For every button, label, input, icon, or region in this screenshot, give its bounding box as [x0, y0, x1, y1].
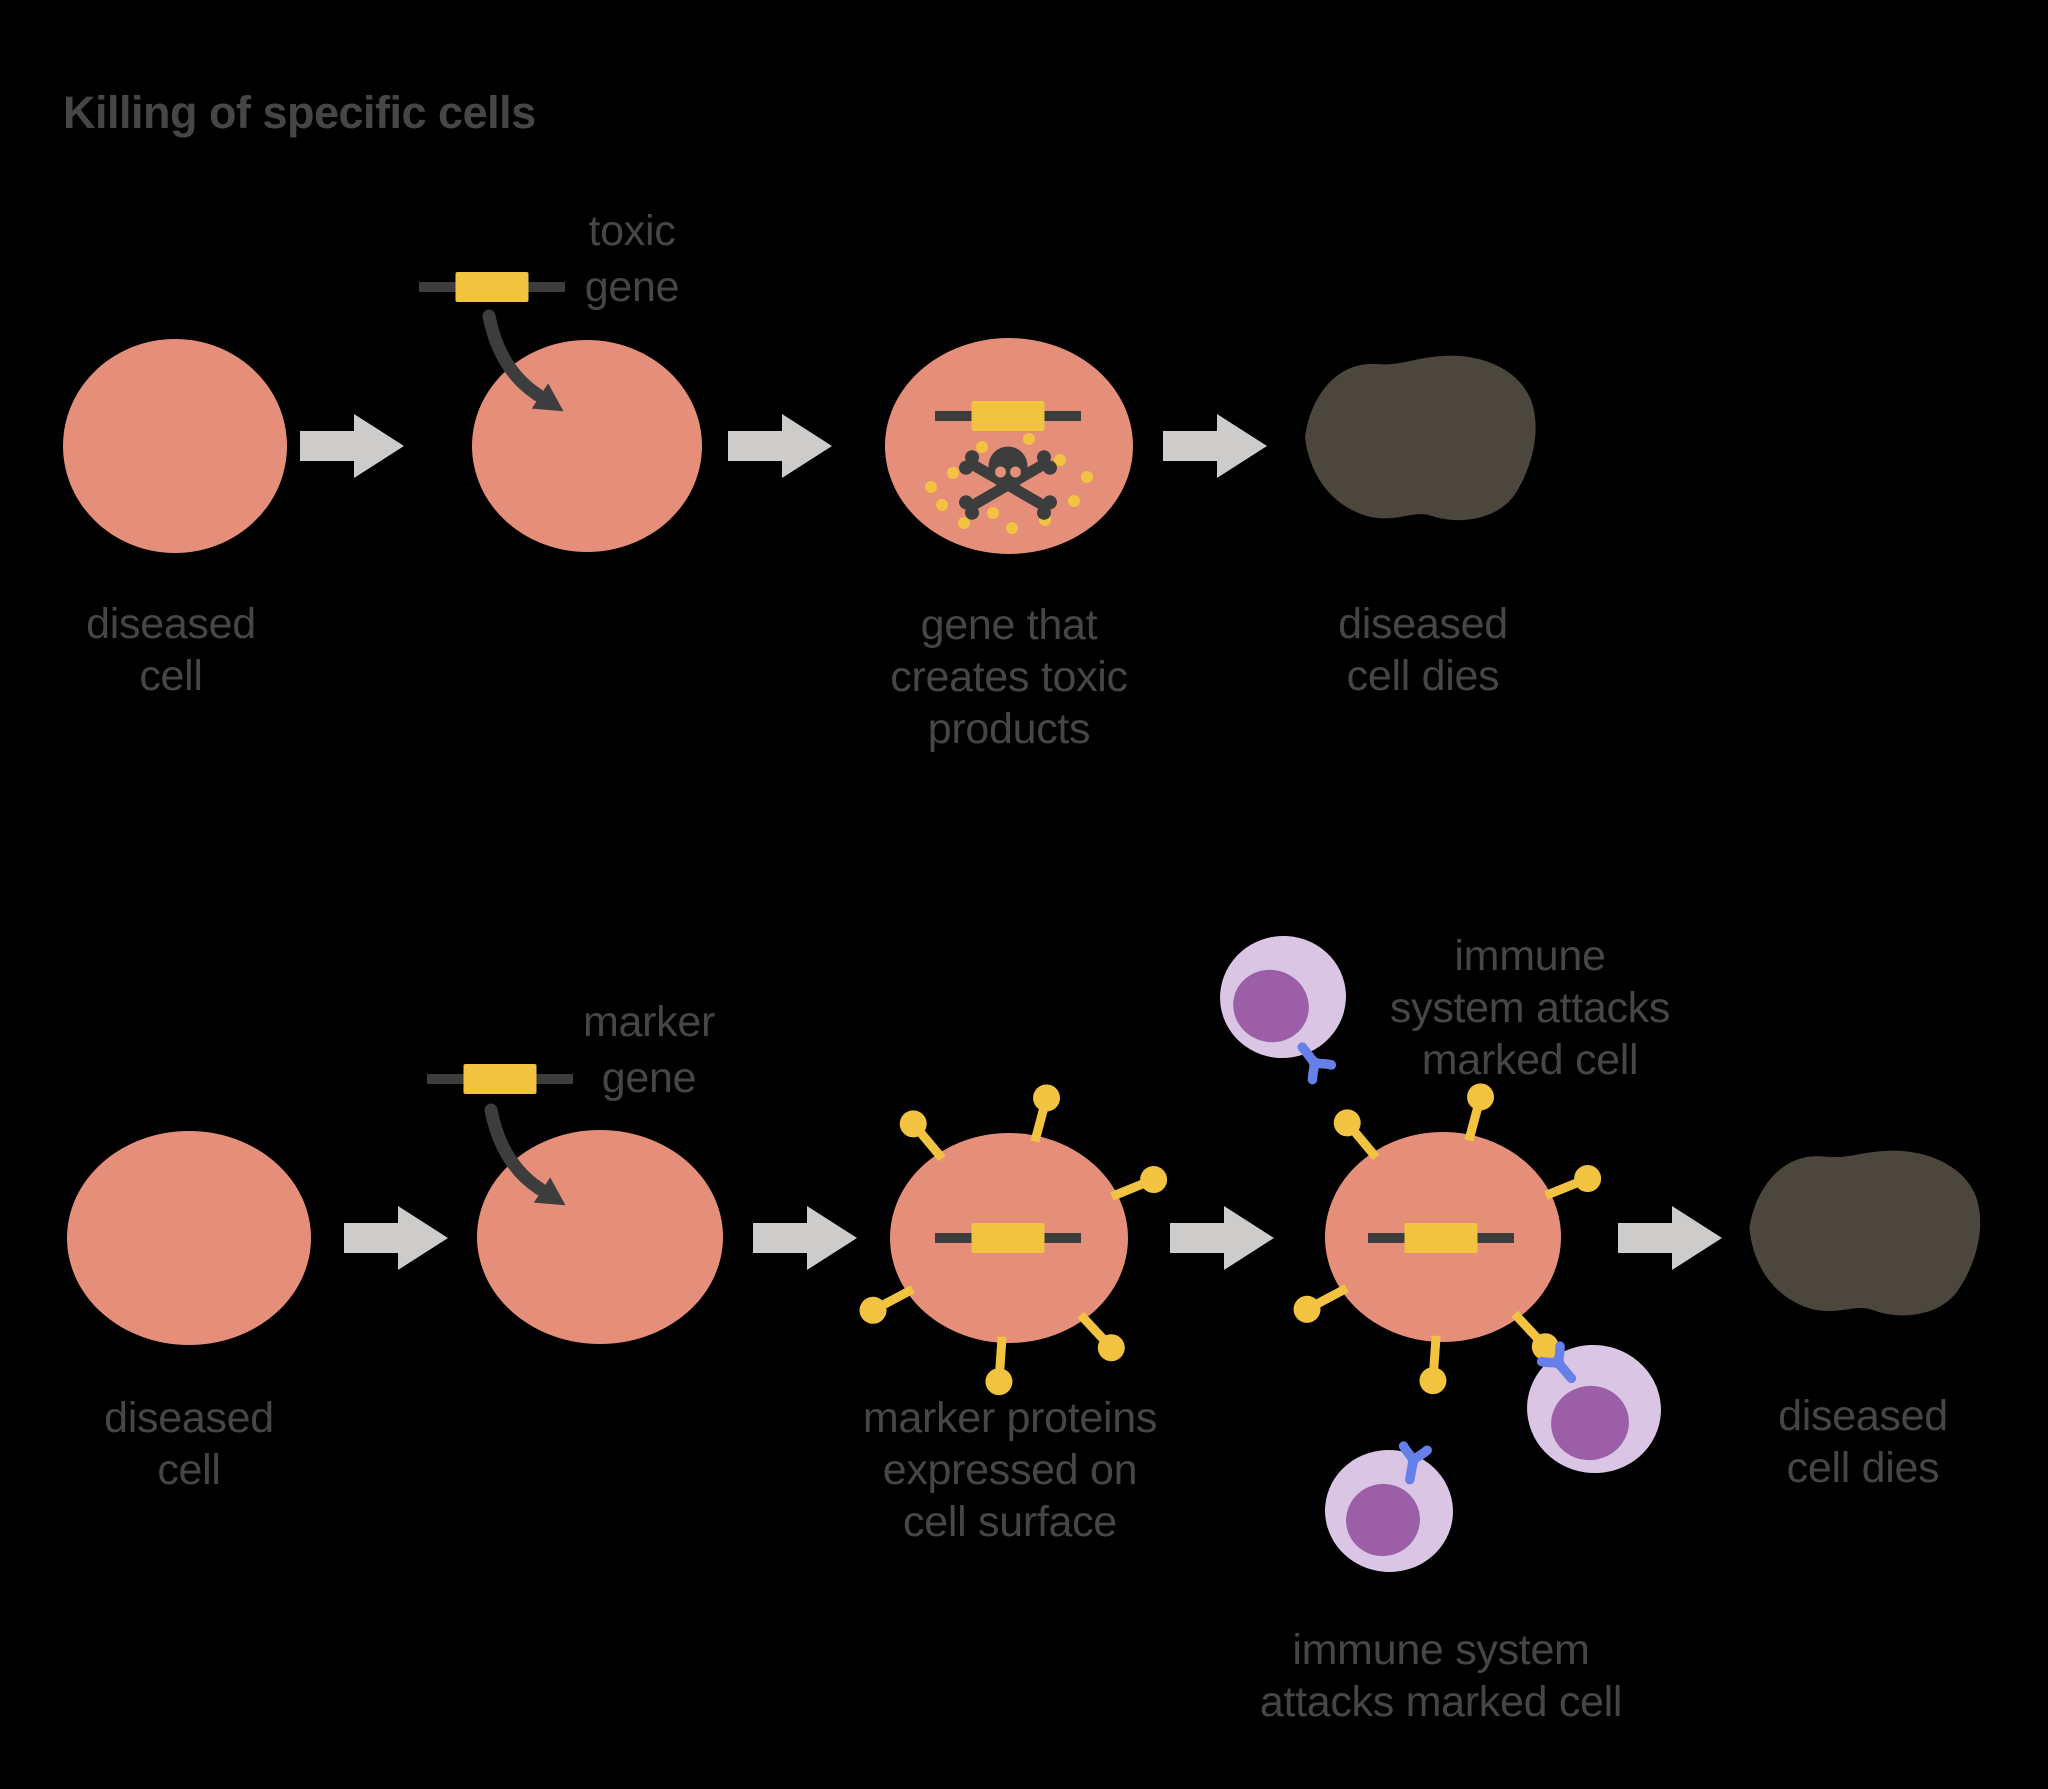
- marker-pin-icon: [1418, 1334, 1450, 1396]
- row2-marker-gene-label: marker gene: [583, 998, 715, 1102]
- row1-diseased-cell-label: diseased cell: [86, 600, 256, 700]
- arrow-right-icon: [728, 414, 832, 478]
- row1-toxic-gene-label: toxic gene: [584, 207, 680, 311]
- page-title: Killing of specific cells: [63, 87, 536, 138]
- skull-crossbones-icon: [959, 446, 1057, 520]
- marker-gene-construct: [427, 1064, 573, 1094]
- row2-cell-dies-label: diseased cell dies: [1778, 1392, 1948, 1492]
- row1-dead-cell-blob: [1305, 355, 1536, 521]
- curved-arrowhead-icon: [533, 1177, 566, 1206]
- arrow-right-icon: [300, 414, 404, 478]
- arrow-right-icon: [1163, 414, 1267, 478]
- curved-arrow-icon: [484, 1103, 547, 1196]
- row2-dead-cell-blob: [1749, 1150, 1981, 1316]
- toxic-gene-construct: [419, 272, 565, 302]
- immune-cell-nucleus: [1551, 1385, 1629, 1461]
- row1-diseased-cell: [63, 339, 287, 553]
- curved-arrowhead-icon: [531, 383, 564, 412]
- immune-cell-nucleus: [1233, 969, 1309, 1043]
- row2-immune-attack-label-top: immune system attacks marked cell: [1389, 932, 1671, 1084]
- immune-cell-nucleus: [1346, 1483, 1420, 1557]
- row2-marker-proteins-label: marker proteins expressed on cell surfac…: [862, 1394, 1158, 1546]
- gene-insertion-arrows: [482, 309, 566, 1206]
- arrow-right-icon: [1618, 1206, 1722, 1270]
- arrow-right-icon: [753, 1206, 857, 1270]
- row2-diseased-cell-label: diseased cell: [104, 1394, 274, 1494]
- row1-cell-dies-label: diseased cell dies: [1338, 600, 1508, 700]
- dead-cells: [1305, 355, 1981, 1316]
- curved-arrow-icon: [482, 309, 545, 402]
- row2-immune-attack-label-bottom: immune system attacks marked cell: [1259, 1626, 1623, 1726]
- arrow-right-icon: [1170, 1206, 1274, 1270]
- immune-cells: [1220, 935, 1661, 1573]
- row1-toxic-product-cell: [885, 338, 1133, 554]
- arrow-right-icon: [344, 1206, 448, 1270]
- row1-toxic-products-label: gene that creates toxic products: [890, 601, 1128, 753]
- marker-pin-icon: [984, 1335, 1016, 1397]
- row2-diseased-cell: [67, 1131, 311, 1345]
